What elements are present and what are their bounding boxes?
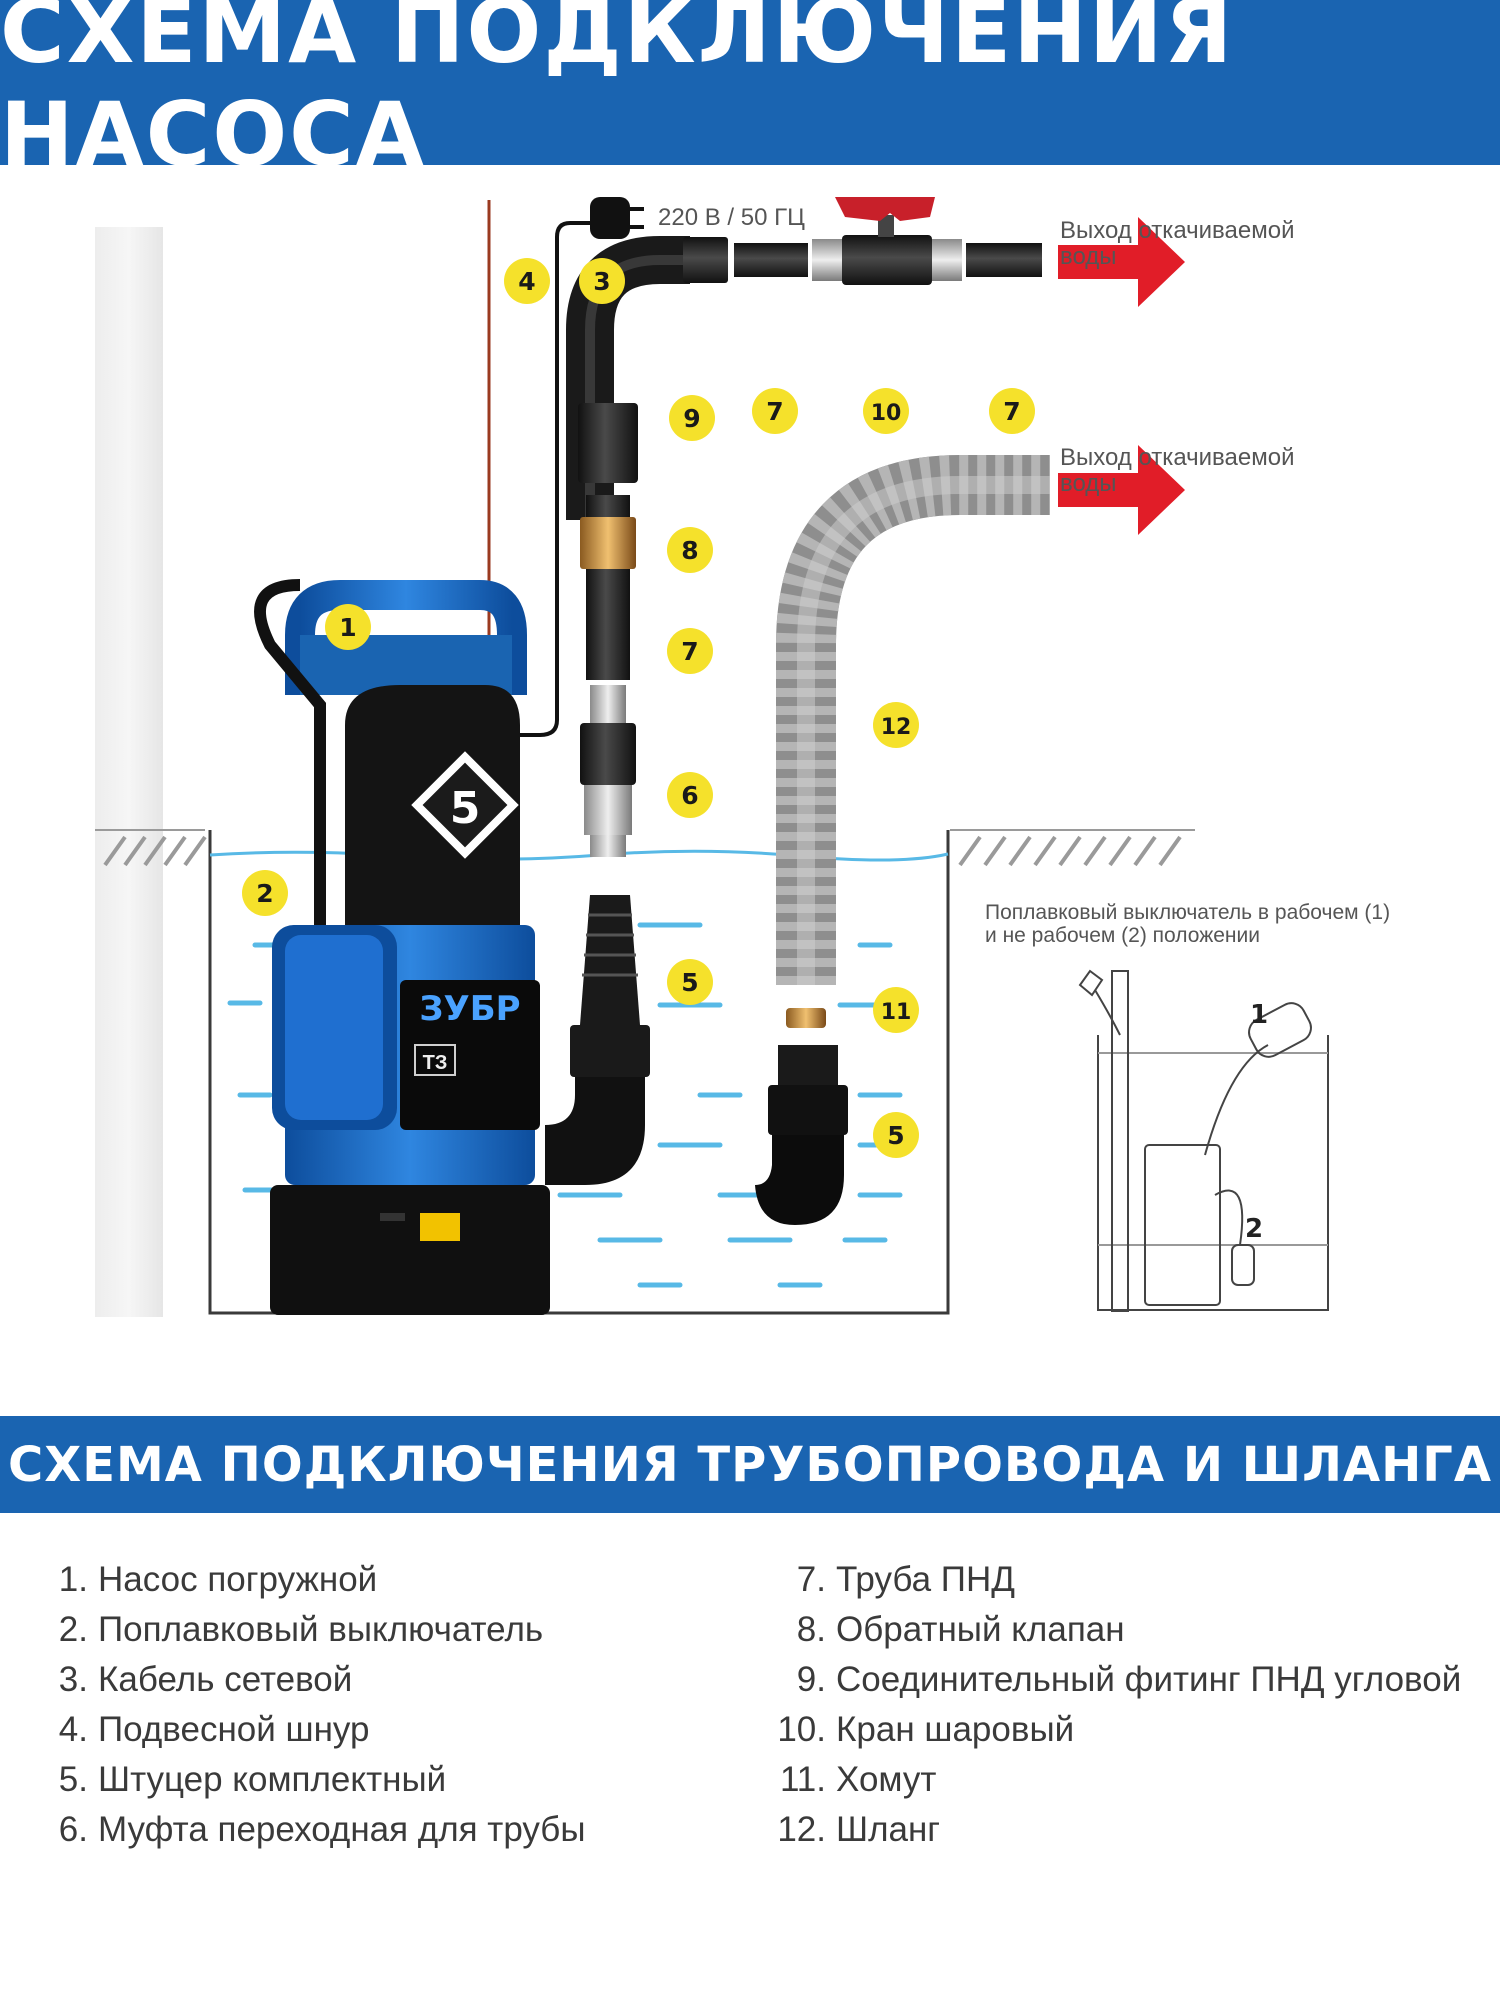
legend-item: 10.Кран шаровый (762, 1705, 1500, 1755)
outlet-bottom-label-2: воды (1060, 470, 1117, 497)
page-title-banner: СХЕМА ПОДКЛЮЧЕНИЯ НАСОСА (0, 0, 1500, 165)
inset-mark-1: 1 (1250, 1000, 1268, 1030)
svg-text:6: 6 (681, 781, 698, 810)
legend-left: 1.Насос погружной 2.Поплавковый выключат… (44, 1555, 804, 1855)
legend-item: 12.Шланг (762, 1805, 1500, 1855)
svg-text:11: 11 (881, 1000, 912, 1025)
marker-7: 7 (667, 628, 713, 674)
hose-clamp (786, 1008, 826, 1028)
marker-9: 9 (669, 395, 715, 441)
legend-item: 5.Штуцер комплектный (44, 1755, 804, 1805)
power-label: 220 В / 50 ГЦ (658, 204, 805, 231)
legend-item: 9.Соединительный фитинг ПНД угловой (762, 1655, 1500, 1705)
float-note-line-2: и не рабочем (2) положении (985, 924, 1260, 947)
svg-text:8: 8 (681, 536, 698, 565)
ground-hatch (95, 830, 1195, 865)
marker-6: 6 (667, 772, 713, 818)
marker-5: 5 (667, 959, 713, 1005)
wall-strip (95, 227, 163, 1317)
outlet-bottom-label-1: Выход откачиваемой (1060, 444, 1294, 471)
svg-text:7: 7 (766, 397, 783, 426)
legend-item: 4.Подвесной шнур (44, 1705, 804, 1755)
legend-item: 8.Обратный клапан (762, 1605, 1500, 1655)
marker-7c: 7 (989, 388, 1035, 434)
inset-mark-2: 2 (1245, 1214, 1263, 1244)
pump-series: ТЗ (423, 1052, 448, 1074)
page-title: СХЕМА ПОДКЛЮЧЕНИЯ НАСОСА (0, 0, 1500, 186)
legend-item: 11.Хомут (762, 1755, 1500, 1805)
marker-12: 12 (873, 702, 919, 748)
legend-item: 7.Труба ПНД (762, 1555, 1500, 1605)
marker-7b: 7 (752, 388, 798, 434)
svg-text:9: 9 (683, 404, 700, 433)
power-plug-icon (590, 197, 644, 239)
svg-text:5: 5 (887, 1121, 904, 1150)
marker-1: 1 (325, 604, 371, 650)
marker-5b: 5 (873, 1112, 919, 1158)
svg-text:1: 1 (339, 613, 356, 642)
marker-2: 2 (242, 870, 288, 916)
svg-text:7: 7 (1003, 397, 1020, 426)
pump-connection-diagram: 220 В / 50 ГЦ (0, 165, 1500, 1416)
legend-right: 7.Труба ПНД 8.Обратный клапан 9.Соединит… (762, 1555, 1500, 1855)
svg-text:7: 7 (681, 637, 698, 666)
pump-badge: 5 (450, 783, 481, 834)
marker-3: 3 (579, 258, 625, 304)
legend-item: 6.Муфта переходная для трубы (44, 1805, 804, 1855)
float-note-line-1: Поплавковый выключатель в рабочем (1) (985, 901, 1390, 924)
pump-brand: ЗУБР (419, 989, 520, 1029)
svg-text:12: 12 (881, 715, 912, 740)
marker-4: 4 (504, 258, 550, 304)
outlet-top-label-1: Выход откачиваемой (1060, 217, 1294, 244)
svg-text:3: 3 (593, 267, 610, 296)
svg-text:10: 10 (871, 401, 902, 426)
outlet-top-label-2: воды (1060, 243, 1117, 270)
marker-8: 8 (667, 527, 713, 573)
marker-10: 10 (863, 388, 909, 434)
section-title: СХЕМА ПОДКЛЮЧЕНИЯ ТРУБОПРОВОДА И ШЛАНГА (8, 1437, 1492, 1493)
legend-item: 1.Насос погружной (44, 1555, 804, 1605)
marker-11: 11 (873, 987, 919, 1033)
legend-item: 2.Поплавковый выключатель (44, 1605, 804, 1655)
svg-text:2: 2 (256, 879, 273, 908)
loose-fitting (755, 1045, 848, 1225)
svg-text:5: 5 (681, 968, 698, 997)
float-switch-inset (1080, 971, 1328, 1311)
legend-item: 3.Кабель сетевой (44, 1655, 804, 1705)
svg-text:4: 4 (518, 267, 535, 296)
section-title-banner: СХЕМА ПОДКЛЮЧЕНИЯ ТРУБОПРОВОДА И ШЛАНГА (0, 1416, 1500, 1513)
